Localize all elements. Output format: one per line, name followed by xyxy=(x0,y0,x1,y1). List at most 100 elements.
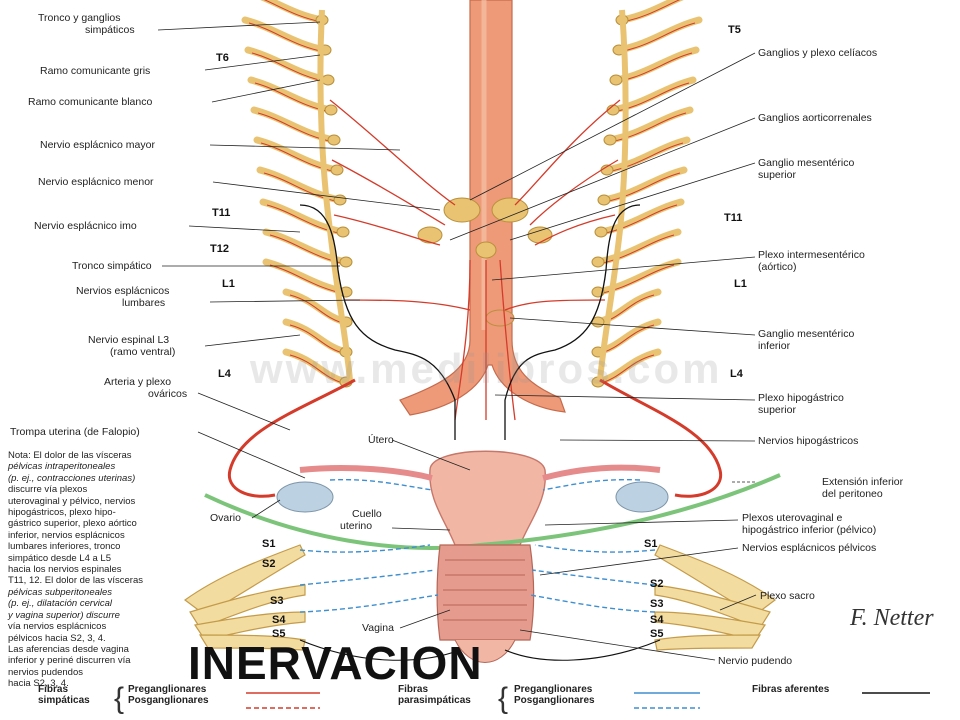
level-s4-right: S4 xyxy=(650,614,664,626)
label-hipogastrico-sup-2: superior xyxy=(758,404,796,416)
label-tronco-ganglios: Tronco y ganglios xyxy=(38,12,121,24)
label-hipogastrico-superior: Plexo hipogástrico xyxy=(758,392,844,404)
note-line: discurre vía plexos xyxy=(8,484,88,496)
spinal-nerve-fiber xyxy=(263,0,323,23)
left-sympathetic-trunk xyxy=(317,9,353,381)
note-line: hacia S2, 3, 4. xyxy=(8,678,69,690)
spinal-nerve xyxy=(256,166,344,204)
spinal-nerve xyxy=(282,348,350,386)
sympathetic-ganglion xyxy=(330,164,344,176)
left-ovarian-artery xyxy=(227,378,356,498)
legend-afferent-label: Fibras aferentes xyxy=(752,684,830,695)
legend-para-title-2: parasimpáticas xyxy=(398,695,471,706)
note-line: lumbares inferiores, tronco xyxy=(8,541,121,553)
level-t11-right: T11 xyxy=(724,212,743,224)
note-line: uterovaginal y pélvico, nervios xyxy=(8,495,136,507)
level-s3-left: S3 xyxy=(270,595,284,607)
note-line: pélvicos hacia S2, 3, 4. xyxy=(8,632,106,644)
level-t6: T6 xyxy=(216,52,229,64)
spinal-nerve xyxy=(282,318,350,356)
label-tronco-simpatico: Tronco simpático xyxy=(72,260,152,272)
legend-symp-title: Fibras simpáticas xyxy=(38,684,90,706)
level-s2-left: S2 xyxy=(262,558,276,570)
sympathetic-ganglion xyxy=(591,256,605,268)
label-plexo-sacro: Plexo sacro xyxy=(760,590,815,602)
label-ramo-gris: Ramo comunicante gris xyxy=(40,65,151,77)
label-ramo-ventral: (ramo ventral) xyxy=(110,346,176,358)
legend-symp-title-2: simpáticas xyxy=(38,695,90,706)
note-line: hipogástricos, plexo hipo- xyxy=(8,507,116,519)
label-ovaricos: ováricos xyxy=(148,388,188,400)
legend-symp-types: Preganglionares Posganglionares xyxy=(128,684,209,706)
spinal-nerve-fiber xyxy=(618,22,696,53)
label-mesenterico-inferior: Ganglio mesentérico xyxy=(758,328,855,340)
clinical-note: Nota: El dolor de las vísceras pélvicas … xyxy=(8,450,208,690)
right-ovary xyxy=(615,481,669,513)
sympathetic-ganglion xyxy=(603,134,617,146)
note-line: y vagina superior) discurre xyxy=(8,609,120,621)
spinal-nerve xyxy=(594,348,662,386)
label-ramo-blanco: Ramo comunicante blanco xyxy=(28,96,153,108)
label-esplacnico-menor: Nervio esplácnico menor xyxy=(38,176,154,188)
sympathetic-ganglion xyxy=(327,134,341,146)
label-aorticorrenales: Ganglios aorticorrenales xyxy=(758,112,872,124)
label-uterino: uterino xyxy=(340,520,373,532)
level-s5-left: S5 xyxy=(272,628,286,640)
spinal-nerve-fiber xyxy=(606,142,684,173)
legend-afferent: Fibras aferentes xyxy=(752,684,829,695)
left-fallopian-tube xyxy=(299,465,433,481)
note-line: nervios pudendos xyxy=(8,666,83,678)
right-sacral-plexus xyxy=(654,544,777,651)
spinal-nerve-fiber xyxy=(260,142,338,173)
splanchnic-nerves xyxy=(329,99,621,421)
note-line: gástrico superior, plexo aórtico xyxy=(8,518,137,530)
label-ovario: Ovario xyxy=(210,512,241,524)
level-s5-right: S5 xyxy=(650,628,664,640)
spinal-nerve xyxy=(253,136,341,174)
note-line: (p. ej., contracciones uterinas) xyxy=(8,472,136,484)
note-line: pélvicas intraperitoneales xyxy=(8,461,116,473)
spinal-nerve xyxy=(600,166,688,204)
right-sympathetic-trunk xyxy=(597,9,629,381)
pudendal-nerve xyxy=(299,639,661,661)
label-simpaticos: simpáticos xyxy=(85,24,135,36)
level-l4-left: L4 xyxy=(218,368,231,380)
sympathetic-ganglion xyxy=(321,74,335,86)
note-line: inferior, nervios esplácnicos xyxy=(8,529,125,541)
level-t5: T5 xyxy=(728,24,741,36)
spinal-nerve-fiber xyxy=(612,82,690,113)
legend-para-post: Posganglionares xyxy=(514,695,595,706)
netter-signature: F. Netter xyxy=(850,605,934,631)
label-esplacnicos-pelvicos: Nervios esplácnicos pélvicos xyxy=(742,542,877,554)
sympathetic-ganglion xyxy=(591,286,605,298)
level-s1-left: S1 xyxy=(262,538,276,550)
legend-para-title-1: Fibras xyxy=(398,684,429,695)
label-inferior: inferior xyxy=(758,340,791,352)
spinal-nerve-fiber xyxy=(609,112,687,143)
spinal-nerve xyxy=(597,198,685,236)
right-fallopian-tube xyxy=(542,464,661,481)
label-vagina: Vagina xyxy=(362,622,394,634)
level-s4-left: S4 xyxy=(272,614,286,626)
note-line: Nota: El dolor de las vísceras xyxy=(8,450,132,461)
vagina xyxy=(436,544,535,641)
spinal-nerve-fiber xyxy=(266,204,344,235)
spinal-nerve xyxy=(609,76,697,114)
spinal-nerve-fiber xyxy=(600,204,678,235)
label-esplacnico-imo: Nervio esplácnico imo xyxy=(34,220,137,232)
label-trompa-uterina: Trompa uterina (de Falopio) xyxy=(10,426,140,438)
spinal-nerve xyxy=(615,16,703,54)
label-esplacnico-mayor: Nervio esplácnico mayor xyxy=(40,139,155,151)
sympathetic-ganglion xyxy=(324,104,338,116)
left-spinal-nerves xyxy=(241,0,353,388)
spinal-nerve-fiber xyxy=(603,172,681,203)
spinal-nerve xyxy=(241,16,329,54)
spinal-nerve-fiber xyxy=(621,0,681,23)
sympathetic-ganglion xyxy=(339,256,353,268)
spinal-nerve xyxy=(594,288,662,326)
sympathetic-ganglion xyxy=(594,226,608,238)
level-s3-right: S3 xyxy=(650,598,664,610)
label-cuello: Cuello xyxy=(352,508,382,520)
sympathetic-ganglion xyxy=(333,194,347,206)
